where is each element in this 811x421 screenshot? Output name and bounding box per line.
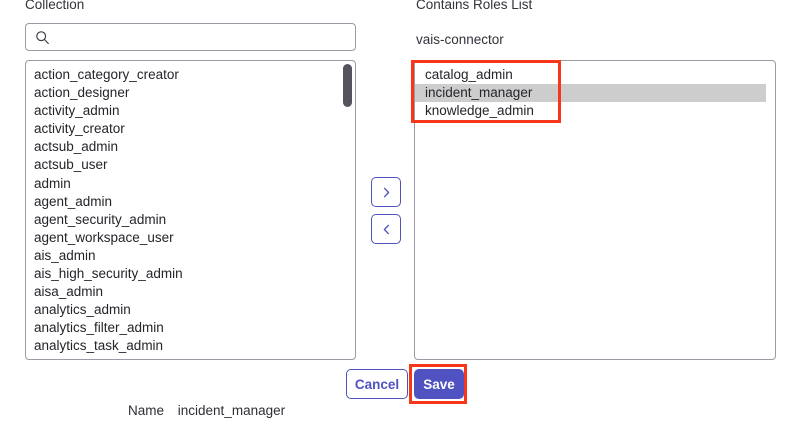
collection-list-item[interactable]: activity_creator [34, 121, 125, 137]
collection-list-item[interactable]: aisa_admin [34, 284, 104, 300]
name-row: Name incident_manager [128, 403, 285, 419]
collection-list-item[interactable]: analytics_viewer [26, 356, 355, 360]
contains-roles-list-label: Contains Roles List [416, 0, 533, 12]
collection-list-item[interactable]: ais_admin [34, 247, 96, 263]
collection-label: Collection [25, 0, 85, 12]
save-button[interactable]: Save [414, 369, 464, 399]
collection-list-item[interactable]: activity_admin [34, 103, 120, 119]
search-icon [35, 30, 50, 45]
collection-list-item[interactable]: analytics_task_admin [34, 338, 164, 354]
cancel-button[interactable]: Cancel [346, 369, 408, 399]
collection-list-item[interactable]: actsub_user [34, 157, 108, 173]
connector-name-text: vais-connector [416, 32, 504, 47]
roles-list-item[interactable]: catalog_admin [425, 67, 513, 82]
collection-scrollbar-thumb[interactable] [343, 64, 352, 107]
collection-search-box[interactable] [25, 23, 356, 51]
search-input[interactable] [57, 29, 337, 45]
collection-list-item[interactable]: analytics_filter_admin [34, 320, 164, 336]
name-value: incident_manager [177, 403, 286, 418]
move-left-button[interactable] [371, 214, 401, 244]
collection-list-item[interactable]: admin [34, 175, 71, 191]
move-right-button[interactable] [371, 177, 401, 207]
collection-list-item[interactable]: actsub_admin [34, 139, 119, 155]
collection-list-item[interactable]: action_designer [34, 85, 130, 101]
collection-list-item[interactable]: ais_high_security_admin [34, 266, 183, 282]
roles-list-item[interactable]: knowledge_admin [425, 103, 534, 119]
collection-list-item[interactable]: action_category_creator [34, 67, 179, 82]
chevron-right-icon [381, 186, 392, 199]
collection-list-item[interactable]: agent_admin [34, 193, 113, 209]
name-label: Name [128, 403, 165, 418]
collection-scrollbar[interactable] [342, 62, 353, 359]
collection-list-item[interactable]: agent_workspace_user [34, 229, 174, 245]
chevron-left-icon [381, 223, 392, 236]
roles-list-item[interactable]: incident_manager [415, 84, 766, 103]
collection-list-item[interactable]: agent_security_admin [34, 211, 167, 227]
collection-list-item[interactable]: analytics_admin [34, 302, 131, 318]
